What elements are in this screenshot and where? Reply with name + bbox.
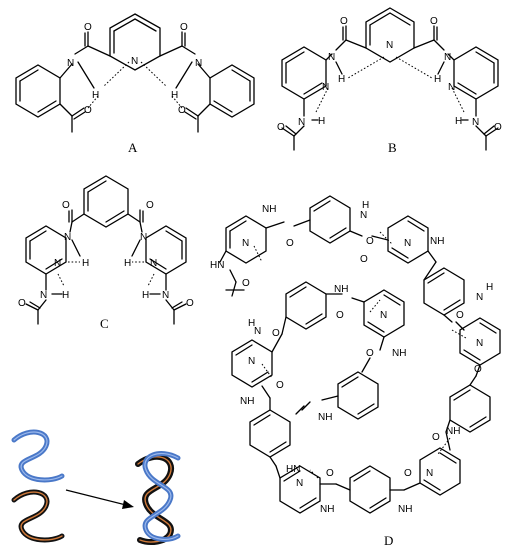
atom-label: O xyxy=(366,348,374,359)
atom-label: N xyxy=(162,290,169,301)
atom-label: N xyxy=(64,232,71,243)
atom-label: O xyxy=(178,105,186,116)
atom-label: O xyxy=(326,468,334,479)
atom-label: O xyxy=(18,298,26,309)
molecule-b xyxy=(281,7,499,151)
atom-label: O xyxy=(84,105,92,116)
atom-label: N xyxy=(472,117,479,128)
atom-label: N xyxy=(322,82,329,93)
atom-label: O xyxy=(286,238,294,249)
atom-label: H xyxy=(142,290,149,301)
atom-label: N xyxy=(426,468,433,479)
atom-label: NH xyxy=(320,504,334,515)
atom-label: H xyxy=(171,90,178,101)
atom-label: N xyxy=(444,52,451,63)
atom-label: H xyxy=(82,258,89,269)
atom-label: NH xyxy=(262,204,276,215)
molecule-c xyxy=(25,175,187,325)
double-helix-blue-highlight xyxy=(144,453,179,540)
atom-label: N xyxy=(254,326,261,337)
double-helix-dark-strand xyxy=(135,453,175,545)
atom-label: N xyxy=(448,82,455,93)
atom-label: O xyxy=(62,200,70,211)
atom-label: N xyxy=(328,52,335,63)
atom-label: N xyxy=(476,292,483,303)
atom-label: NH xyxy=(430,236,444,247)
atom-label: O xyxy=(180,22,188,33)
atom-label: H xyxy=(248,318,255,329)
atom-label: N xyxy=(131,56,138,67)
atom-label: O xyxy=(366,236,374,247)
atom-label: O xyxy=(242,278,250,289)
atom-label: O xyxy=(456,310,464,321)
panel-label-a: A xyxy=(128,140,138,155)
blue-strand-single xyxy=(11,429,65,483)
panel-label-c: C xyxy=(100,316,109,331)
atom-label: O xyxy=(360,254,368,265)
atom-label: O xyxy=(404,468,412,479)
atom-label: NH xyxy=(318,412,332,423)
atom-label: H xyxy=(362,200,369,211)
atom-label: O xyxy=(84,22,92,33)
atom-label: H xyxy=(62,290,69,301)
assembly-arrow xyxy=(65,489,131,507)
blue-strand-single-highlight xyxy=(13,431,63,481)
atom-label: O xyxy=(146,200,154,211)
atom-label: O xyxy=(276,380,284,391)
atom-label: O xyxy=(186,298,194,309)
molecule-b-atoms: N O O N N H H N N N H N H O O B xyxy=(277,16,502,155)
molecule-a xyxy=(15,13,255,133)
atom-label: HN xyxy=(210,260,224,271)
atom-label: HN xyxy=(286,464,300,475)
panel-label-b: B xyxy=(388,140,397,155)
atom-label: NH xyxy=(446,426,460,437)
atom-label: O xyxy=(272,328,280,339)
atom-label: N xyxy=(54,258,61,269)
atom-label: H xyxy=(124,258,131,269)
atom-label: N xyxy=(242,238,249,249)
atom-label: O xyxy=(474,364,482,375)
atom-label: H xyxy=(338,74,345,85)
atom-label: O xyxy=(336,310,344,321)
atom-label: NH xyxy=(398,504,412,515)
atom-label: O xyxy=(430,16,438,27)
atom-label: H xyxy=(92,90,99,101)
atom-label: H xyxy=(318,116,325,127)
atom-label: N xyxy=(296,478,303,489)
atom-label: H xyxy=(486,282,493,293)
dark-strand-single-core xyxy=(13,491,63,541)
atom-label: N xyxy=(40,290,47,301)
atom-label: NH xyxy=(240,396,254,407)
molecule-a-atoms: N O O N N H H O O A xyxy=(67,22,202,155)
atom-label: NH xyxy=(392,348,406,359)
atom-label: NH xyxy=(334,284,348,295)
atom-label: O xyxy=(494,122,502,133)
assembly-arrow-head xyxy=(122,500,134,509)
atom-label: O xyxy=(277,122,285,133)
dark-strand-single xyxy=(11,489,65,543)
atom-label: N xyxy=(380,310,387,321)
atom-label: N xyxy=(150,258,157,269)
atom-label: N xyxy=(140,232,147,243)
atom-label: N xyxy=(386,40,393,51)
atom-label: N xyxy=(298,117,305,128)
atom-label: H xyxy=(455,116,462,127)
molecule-d xyxy=(219,195,501,514)
panel-label-d: D xyxy=(384,533,393,548)
atom-label: O xyxy=(432,432,440,443)
helix-schematic xyxy=(11,429,181,545)
molecule-c-atoms: O O N N N H H N N H H N O O C xyxy=(18,200,194,331)
atom-label: N xyxy=(195,58,202,69)
molecule-d-atoms: NH O N N H O O N NH HN O NH O N N H O N … xyxy=(210,200,493,548)
atom-label: N xyxy=(248,356,255,367)
atom-label: O xyxy=(340,16,348,27)
atom-label: N xyxy=(476,338,483,349)
atom-label: N xyxy=(360,210,367,221)
atom-label: N xyxy=(67,58,74,69)
atom-label: N xyxy=(404,238,411,249)
atom-label: H xyxy=(434,74,441,85)
